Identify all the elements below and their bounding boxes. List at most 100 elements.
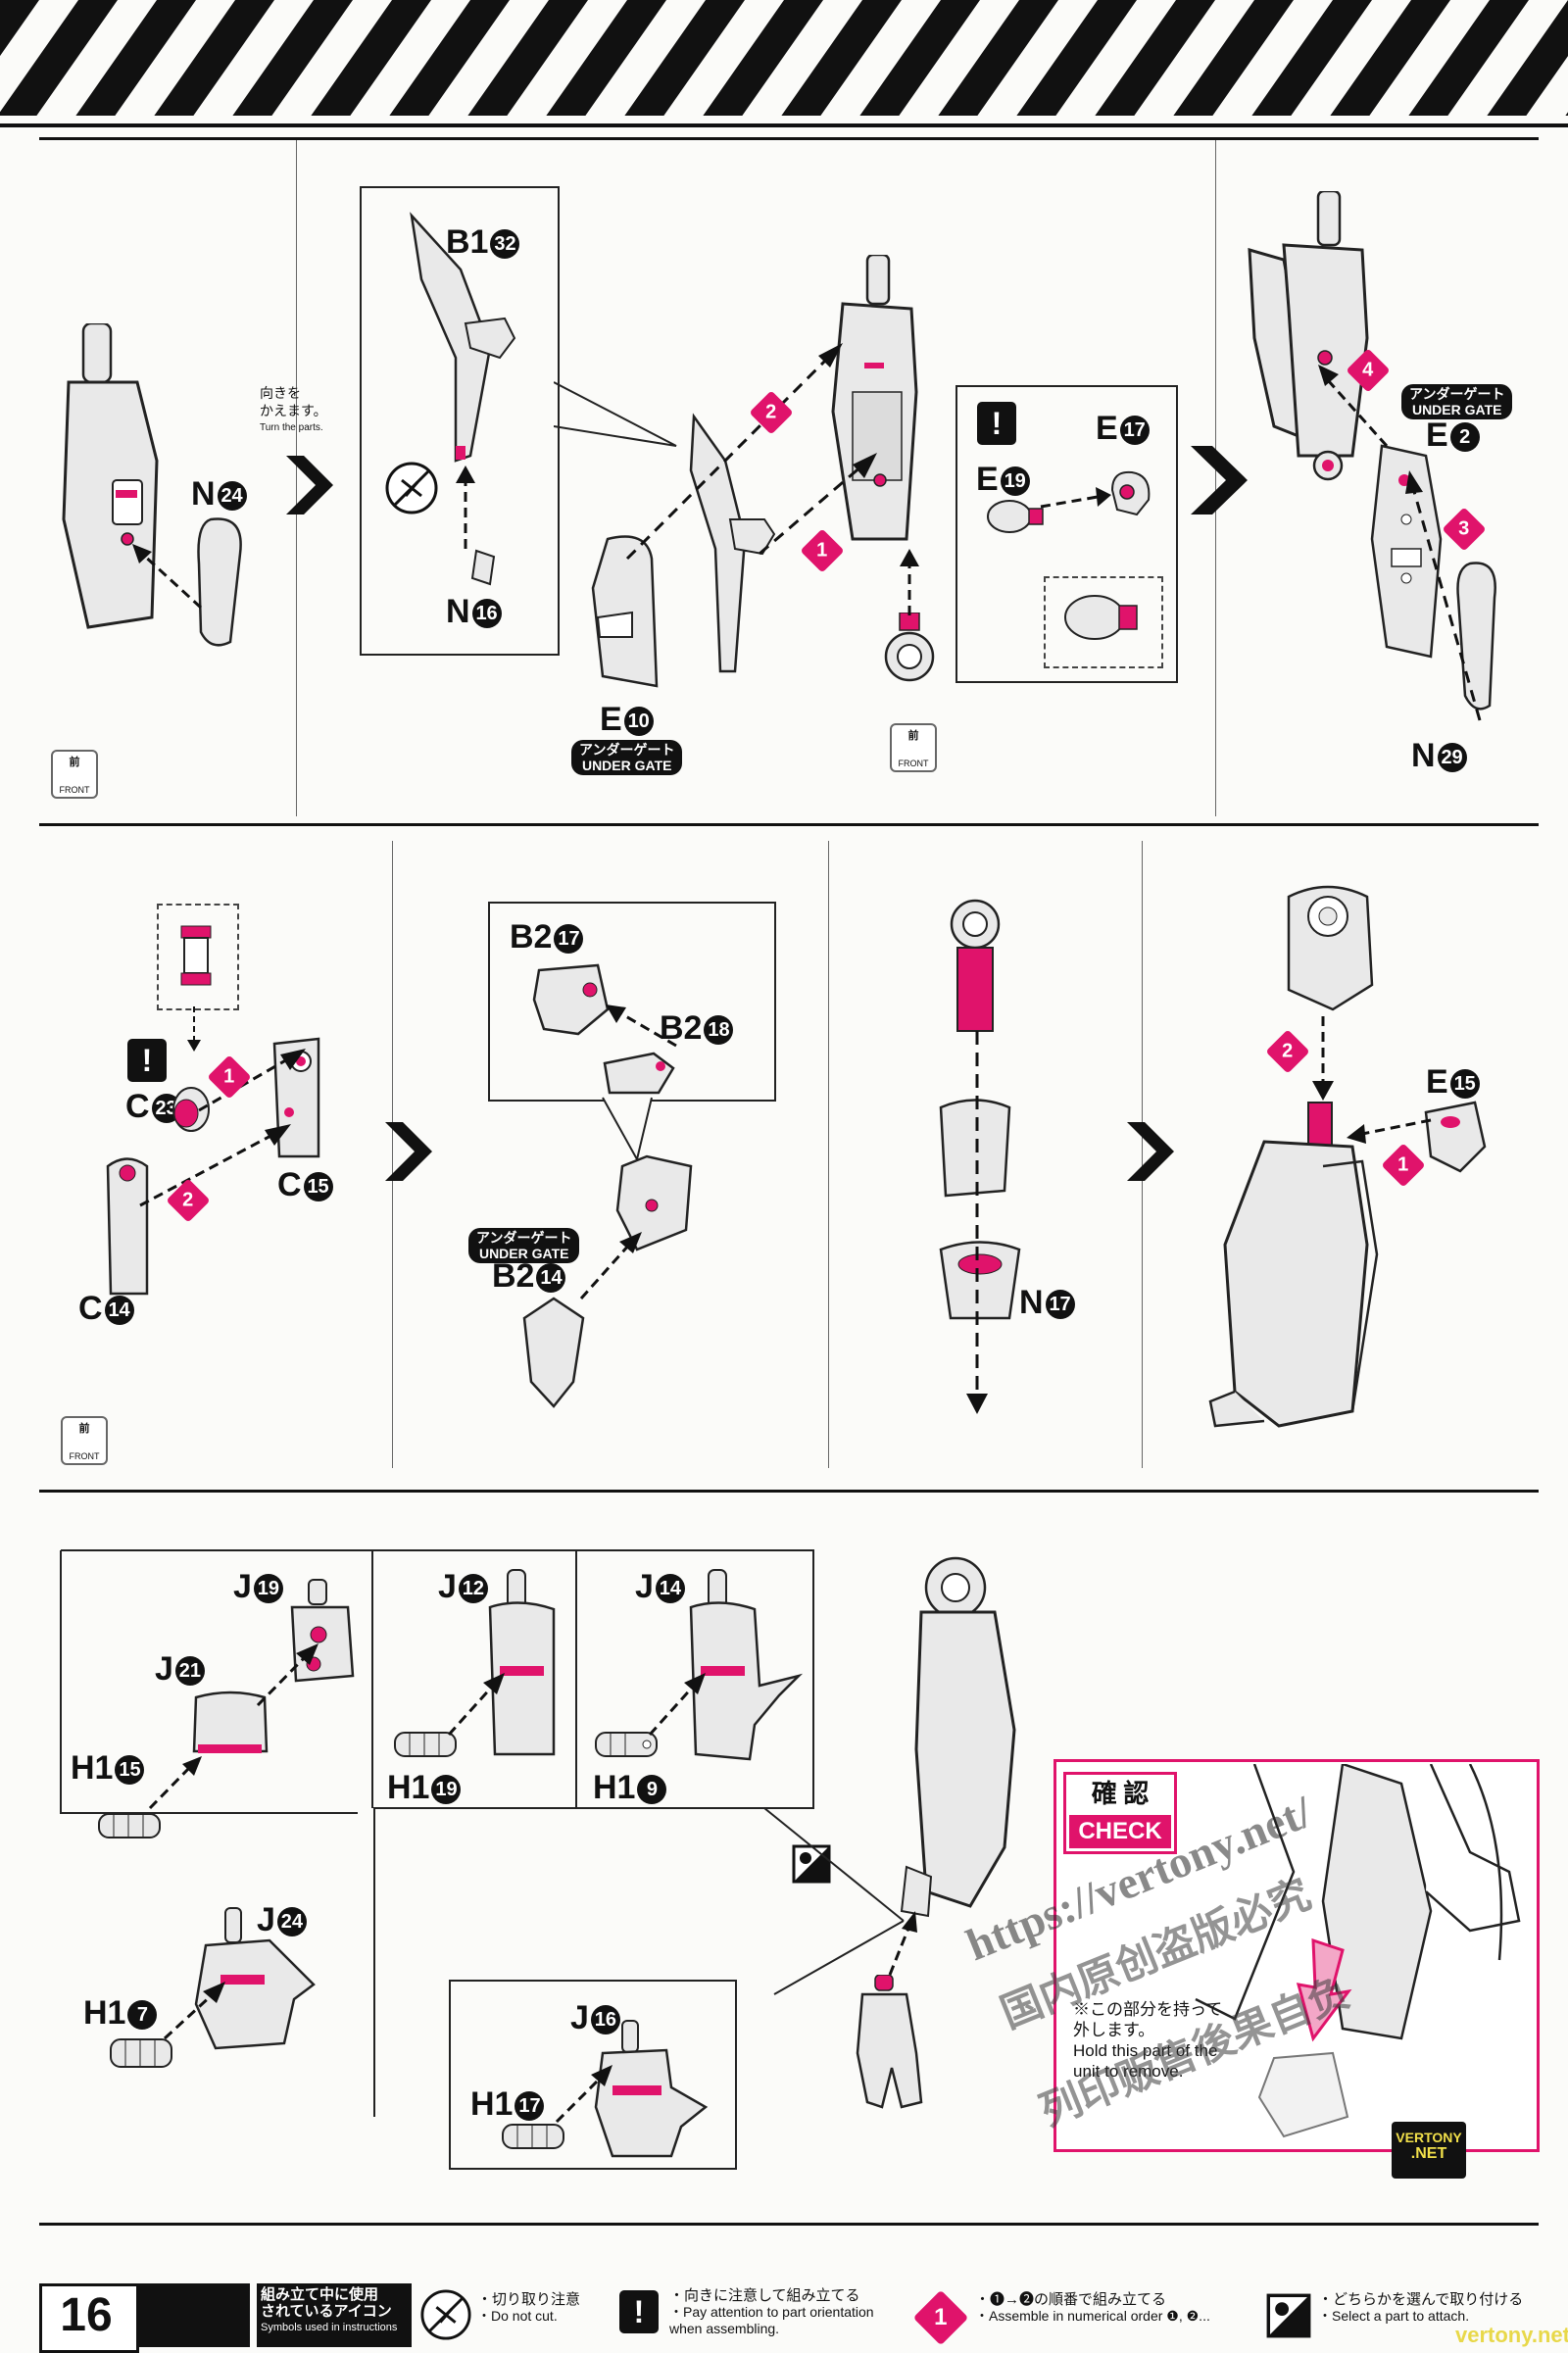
footer-icon1-ja: ・切り取り注意 xyxy=(477,2291,581,2308)
h1-17-part xyxy=(502,2124,564,2149)
arrow-arm-step2 xyxy=(1312,1016,1334,1101)
attention-icon-2: ! xyxy=(127,1039,167,1082)
arrow-h1-15 xyxy=(148,1756,202,1810)
turn-parts-note: 向きを かえます。 Turn the parts. xyxy=(260,384,368,437)
j16-part xyxy=(594,2020,709,2158)
arrow-b218 xyxy=(606,1005,677,1048)
footer-icon1-text: ・切り取り注意 ・Do not cut. xyxy=(477,2291,600,2325)
e19-part xyxy=(987,500,1044,533)
b2-14-part xyxy=(522,1297,585,1408)
watermark-corner: vertony.net xyxy=(1455,2323,1568,2347)
j24-part xyxy=(194,1907,316,2050)
footer-icon3-text: ・❶→❷の順番で組み立てる ・Assemble in numerical ord… xyxy=(975,2291,1269,2325)
check-title-en: CHECK xyxy=(1069,1815,1171,1848)
page-number: 16 xyxy=(60,2289,113,2341)
footer-legend-en: Symbols used in instructions xyxy=(261,2322,398,2333)
arrow-e19-e17 xyxy=(1040,487,1111,509)
assembled-thigh-part xyxy=(1248,191,1369,481)
arrow-n17-vertical xyxy=(966,1031,988,1414)
footer-legend: 組み立て中に使用 されているアイコン Symbols used in instr… xyxy=(257,2283,412,2347)
upper-arm-shell-part xyxy=(939,1099,1011,1198)
selection-pointer-lines xyxy=(763,1807,905,1995)
check-title-box: 確 認 CHECK xyxy=(1063,1772,1177,1854)
b1-32-part xyxy=(410,212,516,463)
forearm-assembly-part xyxy=(900,1556,1016,1918)
arrow-arm-step1 xyxy=(1347,1118,1432,1144)
detail-dashbox-e19 xyxy=(1044,576,1163,668)
footer-icon4-en: ・Select a part to attach. xyxy=(1318,2308,1470,2324)
footer-black-bar xyxy=(137,2283,250,2347)
b2-17-part xyxy=(532,963,610,1036)
footer-icon3-en: ・Assemble in numerical order ❶, ❷... xyxy=(975,2308,1210,2324)
arrow-n24 xyxy=(132,544,203,610)
select-part-icon xyxy=(792,1844,831,1884)
arrow-hand-to-forearm xyxy=(888,1911,917,1976)
do-not-cut-icon xyxy=(385,462,438,515)
c14-part xyxy=(106,1157,149,1296)
footer-step-icon: 1 xyxy=(912,2289,969,2346)
check-note-en: Hold this part of the unit to remove. xyxy=(1073,2041,1218,2081)
footer-icon4-ja: ・どちらかを選んで取り付ける xyxy=(1318,2291,1524,2308)
arrow-step4 xyxy=(1318,365,1389,448)
arrow-b214 xyxy=(579,1232,642,1299)
row2-divider-2 xyxy=(828,841,829,1468)
footer-icon2-ja: ・向きに注意して組み立てる xyxy=(669,2287,860,2304)
arrow-step3 xyxy=(1405,470,1482,721)
footer-attention-icon: ! xyxy=(619,2290,659,2333)
thigh-frame-part xyxy=(831,255,918,541)
watermark-badge: VERTONY .NET xyxy=(1392,2122,1466,2179)
row2-rule xyxy=(39,823,1539,826)
arrow-knee xyxy=(900,549,919,615)
c23-part xyxy=(172,1087,210,1132)
step-badge-arm2: 2 xyxy=(1265,1029,1310,1074)
footer-icon2-text: ・向きに注意して組み立てる ・Pay attention to part ori… xyxy=(669,2287,905,2337)
shoulder-armor-part xyxy=(1287,885,1374,1011)
watermark-badge-top: VERTONY xyxy=(1396,2130,1462,2145)
next-step-arrow-4 xyxy=(1127,1122,1174,1181)
e17-part xyxy=(1110,470,1151,516)
e10-part xyxy=(591,535,659,688)
arrow-h1-9 xyxy=(648,1673,706,1737)
upper-arm-assembly-part xyxy=(1208,1102,1379,1428)
check-note-ja: ※この部分を持って 外します。 xyxy=(1073,2000,1223,2039)
footer-rule xyxy=(39,2223,1539,2226)
j21-part xyxy=(192,1691,269,1753)
footer-icon1-en: ・Do not cut. xyxy=(477,2308,558,2324)
attention-icon: ! xyxy=(977,402,1016,445)
check-note: ※この部分を持って 外します。 Hold this part of the un… xyxy=(1073,1999,1250,2082)
knee-joint-part xyxy=(884,613,935,682)
check-hand-illustration xyxy=(1195,1764,1521,2138)
row3-rule xyxy=(39,1490,1539,1493)
arrow-h1-17 xyxy=(555,2065,612,2124)
n16-part xyxy=(470,549,496,586)
hand-part-forearm xyxy=(856,1975,923,2109)
arrow-step2 xyxy=(625,343,843,561)
h1-7-part xyxy=(110,2038,172,2068)
n24-part xyxy=(197,517,242,647)
e19-detail-part xyxy=(1064,595,1138,640)
b2-18-part xyxy=(603,1052,675,1095)
